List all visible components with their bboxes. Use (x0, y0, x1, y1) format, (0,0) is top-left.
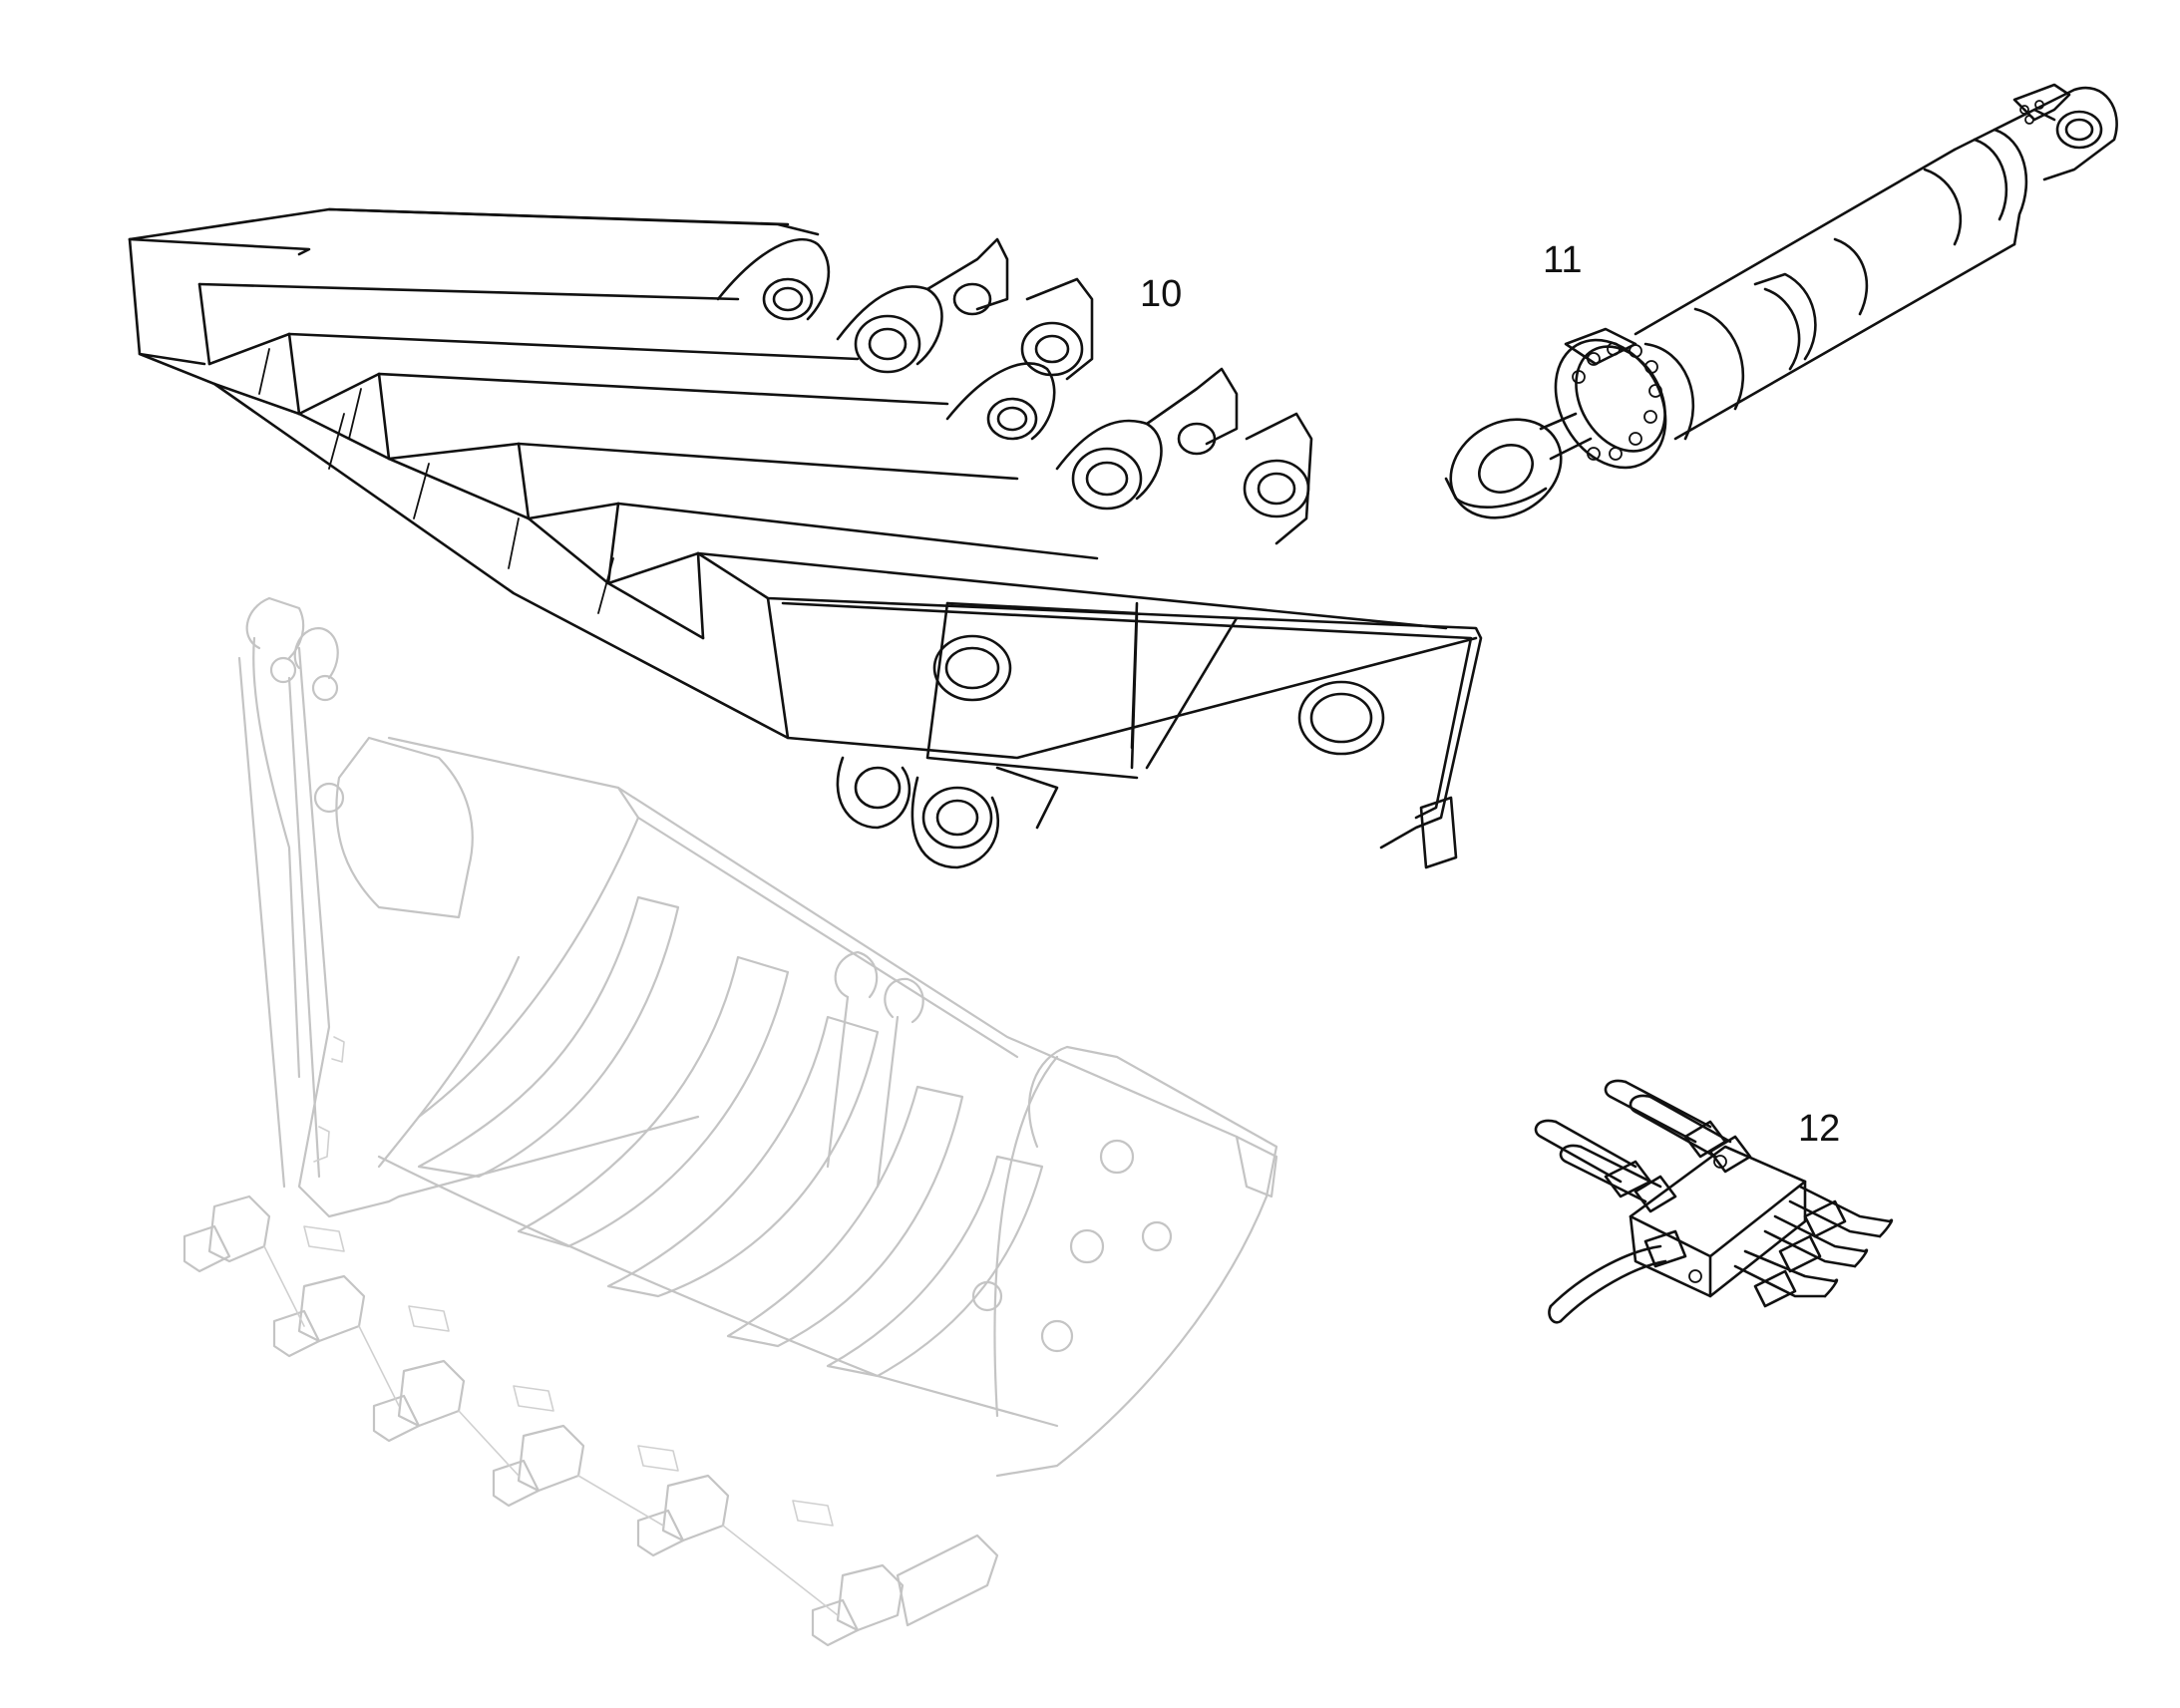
callout-10: 10 (1140, 273, 1182, 315)
bucket-teeth-ghost (182, 1195, 999, 1647)
bucket-ghost-drawing (182, 596, 1278, 1647)
part-11-hydraulic-cylinder (1444, 83, 2118, 519)
callout-12: 12 (1798, 1108, 1840, 1150)
part-12-distribution-block (1534, 1079, 1894, 1324)
callout-11: 11 (1543, 239, 1582, 281)
part-10-arm-frame (128, 207, 1483, 869)
